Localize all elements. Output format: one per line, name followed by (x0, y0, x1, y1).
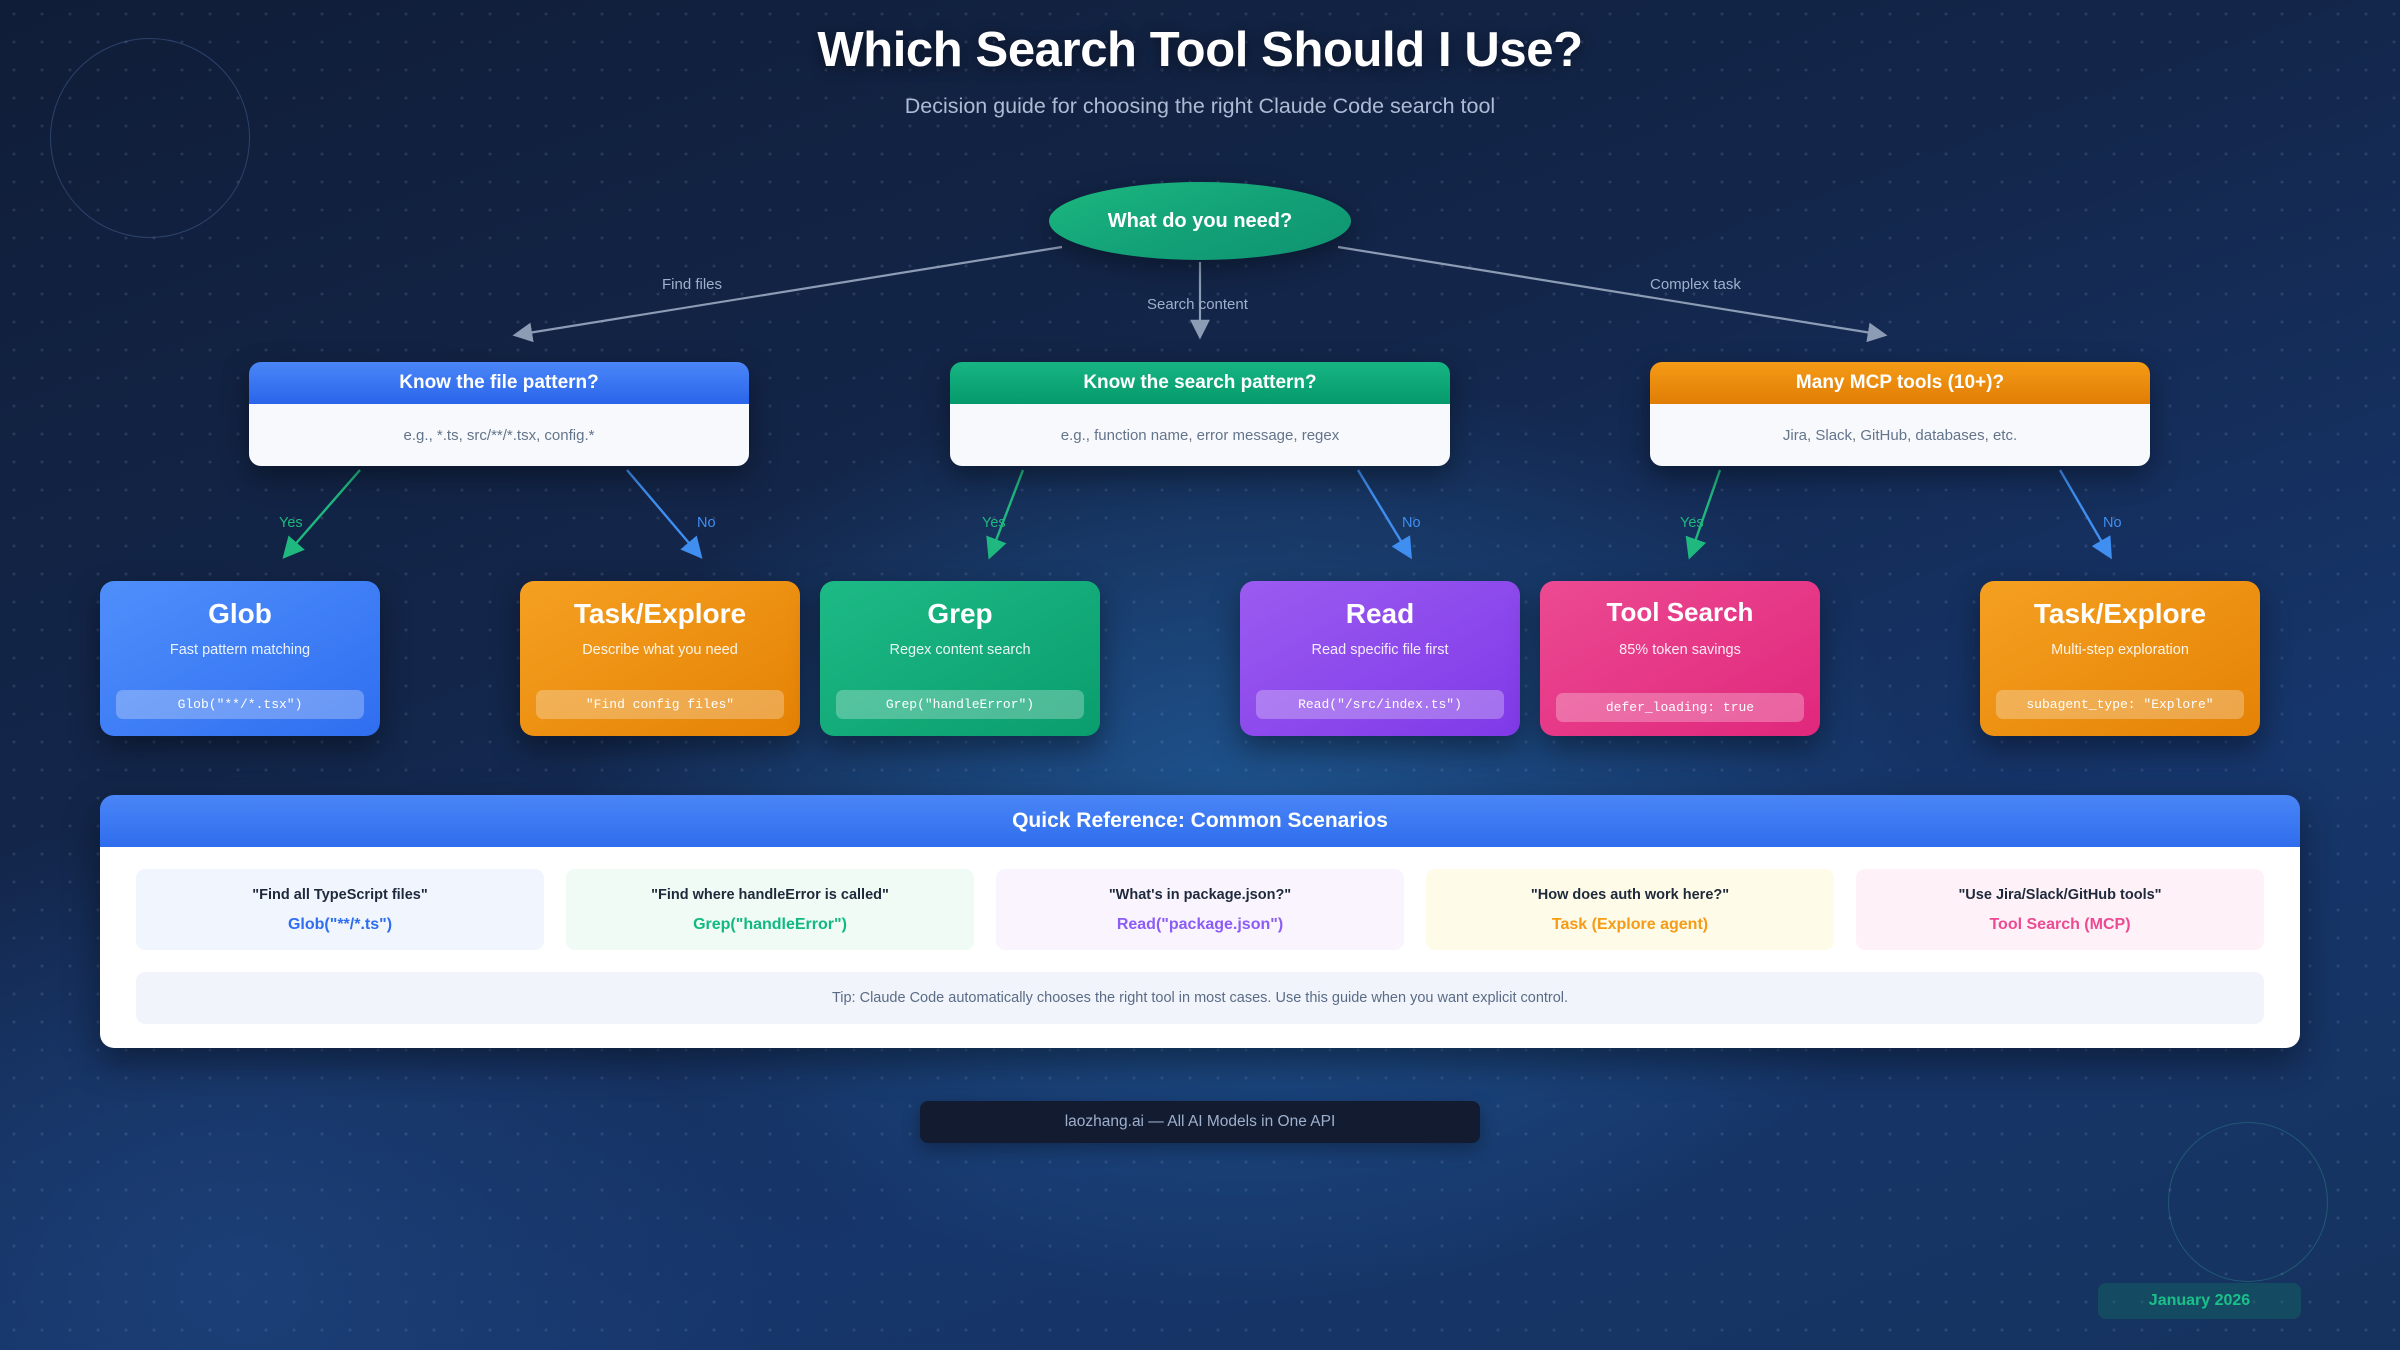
result-subtitle: Regex content search (889, 642, 1031, 659)
no-label-mcp-tools: No (2103, 515, 2122, 531)
result-code-chip: Read("/src/index.ts") (1256, 690, 1504, 719)
scenario-grid: "Find all TypeScript files" Glob("**/*.t… (136, 869, 2264, 950)
quick-reference-title: Quick Reference: Common Scenarios (100, 795, 2300, 847)
result-title: Read (1345, 598, 1415, 629)
result-subtitle: Read specific file first (1311, 642, 1449, 659)
yes-label-search-pattern: Yes (982, 515, 1006, 531)
decorative-circle-top-left (50, 38, 250, 238)
scenario-answer: Read("package.json") (1116, 916, 1284, 933)
branch-label-search-content: Search content (1147, 296, 1248, 313)
result-code-chip: subagent_type: "Explore" (1996, 690, 2244, 719)
decision-title: Know the search pattern? (950, 362, 1450, 404)
header: Which Search Tool Should I Use? Decision… (0, 22, 2400, 119)
branch-label-find-files: Find files (662, 276, 723, 293)
date-badge: January 2026 (2098, 1283, 2301, 1319)
branch-label-complex-task: Complex task (1650, 276, 1741, 293)
result-title: Tool Search (1606, 597, 1754, 627)
decision-node-mcp-tools[interactable]: Many MCP tools (10+)? Jira, Slack, GitHu… (1650, 362, 2150, 466)
result-code-chip: defer_loading: true (1556, 693, 1804, 722)
scenario-card-task[interactable]: "How does auth work here?" Task (Explore… (1426, 869, 1834, 950)
decorative-circle-bottom-right (2168, 1122, 2328, 1282)
result-card-tool-search[interactable]: Tool Search 85% token savings defer_load… (1540, 581, 1820, 736)
result-code-chip: Grep("handleError") (836, 690, 1084, 719)
quick-reference-body: "Find all TypeScript files" Glob("**/*.t… (100, 847, 2300, 1048)
result-code-chip: Glob("**/*.tsx") (116, 690, 364, 719)
decision-title: Know the file pattern? (249, 362, 749, 404)
scenario-question: "How does auth work here?" (1530, 887, 1730, 903)
footer-badge: laozhang.ai — All AI Models in One API (920, 1101, 1480, 1143)
no-label-search-pattern: No (1402, 515, 1421, 531)
page-subtitle: Decision guide for choosing the right Cl… (904, 94, 1496, 118)
result-card-grep[interactable]: Grep Regex content search Grep("handleEr… (820, 581, 1100, 736)
scenario-answer: Task (Explore agent) (1551, 916, 1709, 933)
decision-example: e.g., function name, error message, rege… (950, 404, 1450, 466)
scenario-card-tool-search[interactable]: "Use Jira/Slack/GitHub tools" Tool Searc… (1856, 869, 2264, 950)
decision-node-search-pattern[interactable]: Know the search pattern? e.g., function … (950, 362, 1450, 466)
decision-example: Jira, Slack, GitHub, databases, etc. (1650, 404, 2150, 466)
scenario-question: "Find all TypeScript files" (252, 887, 428, 903)
result-title: Grep (927, 598, 993, 629)
root-node-what-do-you-need[interactable]: What do you need? (1049, 182, 1351, 260)
page-title: Which Search Tool Should I Use? (817, 23, 1583, 77)
scenario-answer: Tool Search (MCP) (1989, 916, 2131, 933)
result-subtitle: Describe what you need (582, 642, 738, 659)
scenario-card-glob[interactable]: "Find all TypeScript files" Glob("**/*.t… (136, 869, 544, 950)
result-subtitle: Multi-step exploration (2051, 642, 2189, 659)
root-node-label: What do you need? (1107, 209, 1293, 232)
result-title: Task/Explore (573, 598, 747, 629)
result-title: Task/Explore (2033, 598, 2207, 629)
result-subtitle: Fast pattern matching (169, 642, 311, 659)
scenario-question: "Use Jira/Slack/GitHub tools" (1958, 887, 2162, 903)
result-code-chip: "Find config files" (536, 690, 784, 719)
result-subtitle: 85% token savings (1619, 642, 1741, 659)
no-label-file-pattern: No (697, 515, 716, 531)
scenario-question: "Find where handleError is called" (651, 887, 889, 903)
scenario-card-read[interactable]: "What's in package.json?" Read("package.… (996, 869, 1404, 950)
scenario-question: "What's in package.json?" (1108, 887, 1292, 903)
decision-title: Many MCP tools (10+)? (1650, 362, 2150, 404)
result-card-task-explore-files[interactable]: Task/Explore Describe what you need "Fin… (520, 581, 800, 736)
yes-label-file-pattern: Yes (279, 515, 303, 531)
yes-label-mcp-tools: Yes (1680, 515, 1704, 531)
scenario-card-grep[interactable]: "Find where handleError is called" Grep(… (566, 869, 974, 950)
scenario-answer: Glob("**/*.ts") (287, 916, 393, 933)
quick-reference-tip: Tip: Claude Code automatically chooses t… (136, 972, 2264, 1024)
quick-reference-panel: Quick Reference: Common Scenarios "Find … (100, 795, 2300, 1048)
result-title: Glob (208, 598, 272, 629)
decision-node-file-pattern[interactable]: Know the file pattern? e.g., *.ts, src/*… (249, 362, 749, 466)
scenario-answer: Grep("handleError") (693, 916, 847, 933)
result-card-read[interactable]: Read Read specific file first Read("/src… (1240, 581, 1520, 736)
result-card-glob[interactable]: Glob Fast pattern matching Glob("**/*.ts… (100, 581, 380, 736)
decision-example: e.g., *.ts, src/**/*.tsx, config.* (249, 404, 749, 466)
result-card-task-explore-mcp[interactable]: Task/Explore Multi-step exploration suba… (1980, 581, 2260, 736)
